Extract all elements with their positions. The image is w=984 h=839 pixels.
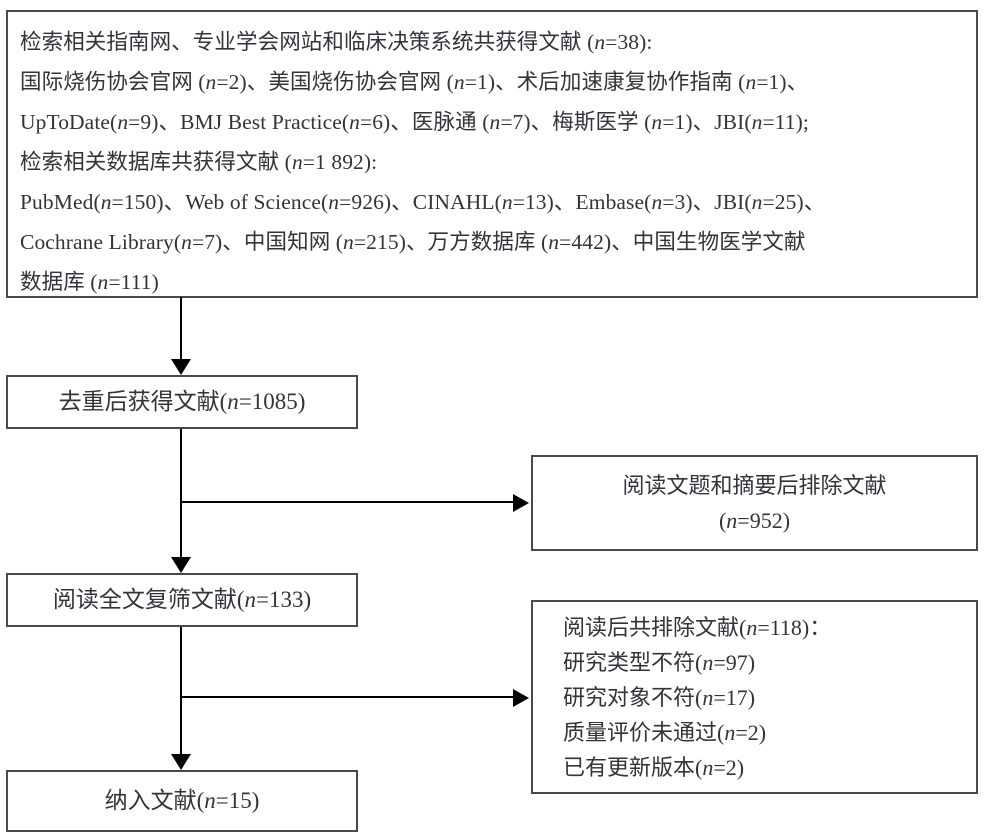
connector-fulltext-to-included xyxy=(180,627,182,755)
fulltext-screened-text: 阅读全文复筛文献(n=133) xyxy=(52,587,312,612)
excluded-after-fulltext-box: 阅读后共排除文献(n=118)： 研究类型不符(n=97) 研究对象不符(n=1… xyxy=(531,600,978,794)
excluded-after-title-abstract-text: 阅读文题和摘要后排除文献 (n=952) xyxy=(622,473,887,533)
deduplicated-records-text: 去重后获得文献(n=1085) xyxy=(58,389,306,414)
arrowhead-down-icon xyxy=(171,359,191,375)
included-studies-text: 纳入文献(n=15) xyxy=(104,788,260,813)
connector-to-abstract-exclusion xyxy=(181,501,515,503)
search-sources-text: 检索相关指南网、专业学会网站和临床决策系统共获得文献 (n=38): 国际烧伤协… xyxy=(20,30,826,294)
arrowhead-right-icon xyxy=(513,494,529,512)
included-studies-box: 纳入文献(n=15) xyxy=(6,770,358,832)
exclusion-reason-item: 研究对象不符(n=17) xyxy=(563,684,756,710)
fulltext-screened-box: 阅读全文复筛文献(n=133) xyxy=(6,573,358,627)
deduplicated-records-box: 去重后获得文献(n=1085) xyxy=(6,375,358,429)
arrowhead-down-icon xyxy=(171,557,191,573)
arrowhead-right-icon xyxy=(513,689,529,707)
exclusion-list-header: 阅读后共排除文献(n=118)： xyxy=(563,614,832,640)
exclusion-reason-list: 阅读后共排除文献(n=118)： 研究类型不符(n=97) 研究对象不符(n=1… xyxy=(533,610,831,785)
connector-to-fulltext-exclusion xyxy=(181,696,515,698)
exclusion-reason-item: 研究类型不符(n=97) xyxy=(563,649,756,675)
exclusion-reason-item: 质量评价未通过(n=2) xyxy=(563,719,767,745)
connector-sources-to-dedup xyxy=(180,297,182,361)
exclusion-reason-item: 已有更新版本(n=2) xyxy=(563,754,745,780)
excluded-after-title-abstract-box: 阅读文题和摘要后排除文献 (n=952) xyxy=(531,455,978,551)
connector-dedup-to-fulltext xyxy=(180,429,182,559)
arrowhead-down-icon xyxy=(171,754,191,770)
search-sources-box: 检索相关指南网、专业学会网站和临床决策系统共获得文献 (n=38): 国际烧伤协… xyxy=(6,10,978,298)
